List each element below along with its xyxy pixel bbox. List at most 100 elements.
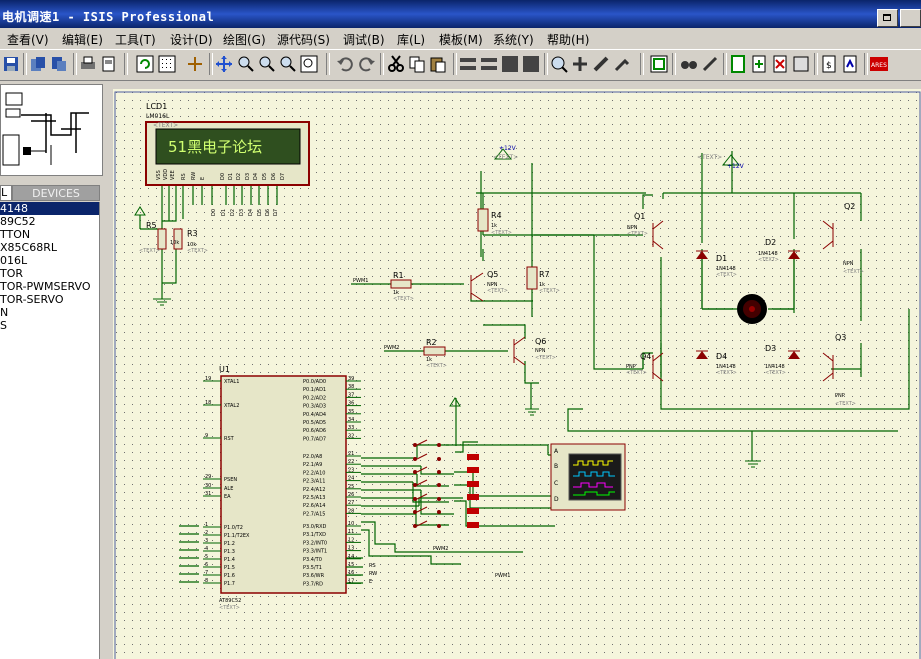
menu-design[interactable]: 设计(D) xyxy=(170,33,213,47)
menu-tools[interactable]: 工具(T) xyxy=(115,33,156,47)
grid-icon[interactable] xyxy=(158,55,176,73)
mcu-pin-number: 12 xyxy=(348,537,354,543)
transistor-q6[interactable]: Q6 NPN <TEXT> xyxy=(513,336,556,366)
list-item[interactable]: 4148 xyxy=(0,202,99,215)
list-item[interactable]: 016L xyxy=(0,254,28,267)
export-icon[interactable] xyxy=(50,55,68,73)
svg-text:D7: D7 xyxy=(273,209,279,216)
bill-of-materials-icon[interactable]: $ xyxy=(820,55,838,73)
list-item[interactable]: 89C52 xyxy=(0,215,36,228)
origin-icon[interactable] xyxy=(186,55,204,73)
import-icon[interactable] xyxy=(29,55,47,73)
mcu-pin-name: P1.3 xyxy=(224,549,235,555)
transistor-q1[interactable]: Q1 NPN <TEXT> xyxy=(627,212,664,250)
list-item[interactable]: TOR-PWMSERVO xyxy=(0,280,91,293)
print-area-icon[interactable] xyxy=(100,55,118,73)
search-icon[interactable] xyxy=(680,55,698,73)
list-item[interactable]: TTON xyxy=(0,228,31,241)
block-copy-icon[interactable] xyxy=(459,55,477,73)
svg-text:R1: R1 xyxy=(393,271,404,280)
list-item[interactable]: TOR-SERVO xyxy=(0,293,64,306)
mcu-pin-number: 39 xyxy=(348,376,354,382)
transistor-q2[interactable]: Q2 NPN <TEXT> xyxy=(822,202,864,275)
refresh-icon[interactable] xyxy=(136,55,154,73)
menu-library[interactable]: 库(L) xyxy=(397,33,426,47)
menu-help[interactable]: 帮助(H) xyxy=(547,33,590,47)
save-icon[interactable] xyxy=(2,55,20,73)
redo-icon[interactable] xyxy=(358,55,376,73)
zoom-area-icon[interactable] xyxy=(300,55,318,73)
svg-text:D0: D0 xyxy=(220,173,226,180)
oscilloscope[interactable]: A B C D xyxy=(550,443,626,511)
resistor-r2[interactable]: R2 1k <TEXT> xyxy=(423,338,447,369)
exit-to-parent-icon[interactable] xyxy=(792,55,810,73)
title-bar: 电机调速1 - ISIS Professional xyxy=(0,0,921,28)
remove-sheet-icon[interactable] xyxy=(771,55,789,73)
overview-window[interactable] xyxy=(0,84,103,176)
dc-motor[interactable] xyxy=(737,294,767,324)
wire-autorouter-icon[interactable] xyxy=(650,55,668,73)
undo-icon[interactable] xyxy=(336,55,354,73)
menu-graph[interactable]: 绘图(G) xyxy=(223,33,266,47)
make-device-icon[interactable] xyxy=(571,55,589,73)
zoom-in-icon[interactable] xyxy=(237,55,255,73)
block-move-icon[interactable] xyxy=(480,55,498,73)
list-item[interactable]: S xyxy=(0,319,7,332)
menu-source[interactable]: 源代码(S) xyxy=(277,33,330,47)
schematic-editing-window[interactable]: 51黑电子论坛 LCD1 LM016L <TEXT> VSS VDD VEE R… xyxy=(113,89,921,659)
resistor-r7[interactable]: R7 1k <TEXT> xyxy=(526,266,560,294)
mcu-at89c52[interactable]: U1 AT89C52 <TEXT> xyxy=(219,365,347,611)
svg-text:D5: D5 xyxy=(257,209,263,216)
zoom-out-icon[interactable] xyxy=(258,55,276,73)
cut-icon[interactable] xyxy=(387,55,405,73)
svg-text:D2: D2 xyxy=(230,209,236,216)
close-button[interactable] xyxy=(900,9,921,27)
ares-netlist-icon[interactable]: ARES xyxy=(870,55,888,73)
new-sheet-icon[interactable] xyxy=(729,55,747,73)
menu-edit[interactable]: 编辑(E) xyxy=(62,33,103,47)
zoom-all-icon[interactable] xyxy=(279,55,297,73)
mcu-pin-number: 29 xyxy=(205,474,211,480)
resistor-r4[interactable]: R4 1k <TEXT> xyxy=(477,208,512,236)
menu-template[interactable]: 模板(M) xyxy=(439,33,483,47)
resistor-r1[interactable]: R1 1k <TEXT> xyxy=(390,271,414,302)
resistor-r3[interactable]: R3 10k <TEXT> 10k xyxy=(170,228,208,254)
transistor-q3[interactable]: Q3 PNP <TEXT> xyxy=(822,333,856,407)
packaging-icon[interactable] xyxy=(613,55,631,73)
diode-d2[interactable]: D2 1N4148 <TEXT> xyxy=(758,238,800,263)
decompose-icon[interactable] xyxy=(592,55,610,73)
electrical-rule-check-icon[interactable] xyxy=(841,55,859,73)
menu-debug[interactable]: 调试(B) xyxy=(343,33,385,47)
list-item[interactable]: N xyxy=(0,306,9,319)
pick-device-icon[interactable] xyxy=(550,55,568,73)
transistor-q5[interactable]: Q5 NPN <TEXT> xyxy=(470,270,508,302)
copy-icon[interactable] xyxy=(408,55,426,73)
diode-d4[interactable]: D4 1N4148 <TEXT> xyxy=(696,350,737,376)
print-icon[interactable] xyxy=(79,55,97,73)
diode-d1[interactable]: D1 1N4148 <TEXT> xyxy=(696,250,737,278)
switch-array[interactable] xyxy=(413,439,479,528)
add-sheet-icon[interactable] xyxy=(750,55,768,73)
mcu-pin-number: 32 xyxy=(348,433,354,439)
svg-text:Q4: Q4 xyxy=(640,352,651,361)
diode-d3[interactable]: D3 1N4148 <TEXT> xyxy=(765,344,800,376)
paste-icon[interactable] xyxy=(429,55,447,73)
list-item[interactable]: X85C68RL xyxy=(0,241,57,254)
mcu-pin-name: P2.7/A15 xyxy=(303,511,325,517)
mcu-pin-number: 5 xyxy=(205,554,208,560)
resistor-r5[interactable]: R5 <TEXT> xyxy=(139,221,167,254)
restore-button[interactable] xyxy=(877,9,898,27)
lcd-module[interactable]: 51黑电子论坛 LCD1 LM016L <TEXT> VSS VDD VEE R… xyxy=(145,102,310,216)
property-tool-icon[interactable] xyxy=(701,55,719,73)
transistor-q4[interactable]: Q4 PNP <TEXT> xyxy=(626,352,664,382)
tab-pick[interactable]: L xyxy=(0,185,12,201)
menu-view[interactable]: 查看(V) xyxy=(7,33,49,47)
pan-icon[interactable] xyxy=(215,55,233,73)
block-delete-icon[interactable] xyxy=(522,55,540,73)
block-rotate-icon[interactable] xyxy=(501,55,519,73)
tab-devices[interactable]: DEVICES xyxy=(12,185,100,201)
menu-system[interactable]: 系统(Y) xyxy=(493,33,534,47)
list-item[interactable]: TOR xyxy=(0,267,24,280)
mcu-pin-name: P0.2/AD2 xyxy=(303,395,326,401)
svg-text:PWM1: PWM1 xyxy=(353,278,368,284)
